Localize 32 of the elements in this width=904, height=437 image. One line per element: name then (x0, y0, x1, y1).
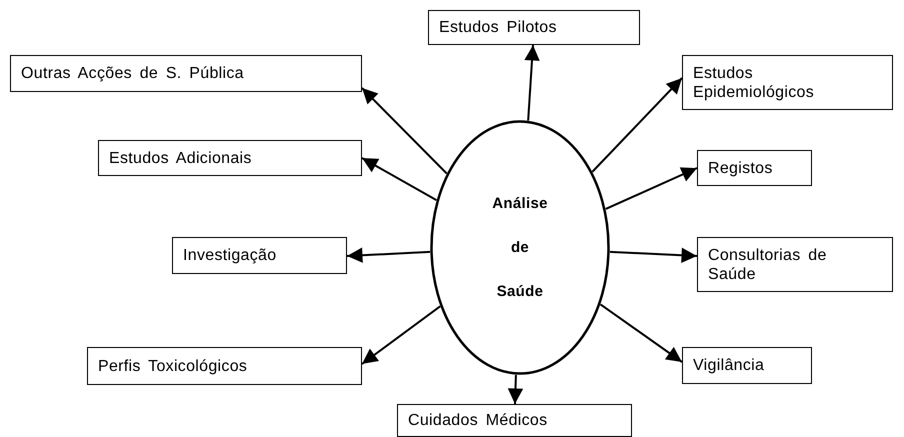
box-label: Cuidados Médicos (407, 411, 548, 430)
arrow (600, 304, 683, 363)
ellipse-node (430, 120, 610, 375)
arrow (346, 248, 430, 263)
box-label: Investigação (182, 246, 278, 265)
arrow (362, 157, 437, 202)
text-box (697, 150, 812, 186)
text-box (87, 347, 362, 385)
box-label: Estudos Adicionais (108, 148, 253, 168)
text-box (682, 55, 893, 110)
ellipse-label: Análise de Saúde (491, 194, 549, 302)
text-box (172, 237, 347, 274)
text-box (682, 347, 812, 384)
box-label: Outras Acções de S. Pública (20, 64, 245, 83)
arrow (508, 374, 524, 404)
text-box (697, 237, 893, 292)
arrow (610, 248, 698, 263)
box-label: Vigilância (692, 356, 766, 375)
arrow (592, 77, 683, 172)
text-box (428, 10, 640, 45)
box-label: Consultorias de Saúde (707, 246, 828, 284)
arrow (605, 167, 698, 210)
box-label: Estudos Pilotos (438, 18, 558, 37)
text-box (10, 55, 362, 92)
text-box (397, 404, 632, 437)
box-label: Estudos Epidemiológicos (692, 64, 816, 102)
text-box (98, 140, 362, 176)
box-label: Registos (707, 158, 774, 178)
arrow (361, 87, 448, 174)
box-label: Perfis Toxicológicos (97, 356, 248, 376)
arrow (524, 44, 540, 121)
arrow (361, 306, 441, 365)
